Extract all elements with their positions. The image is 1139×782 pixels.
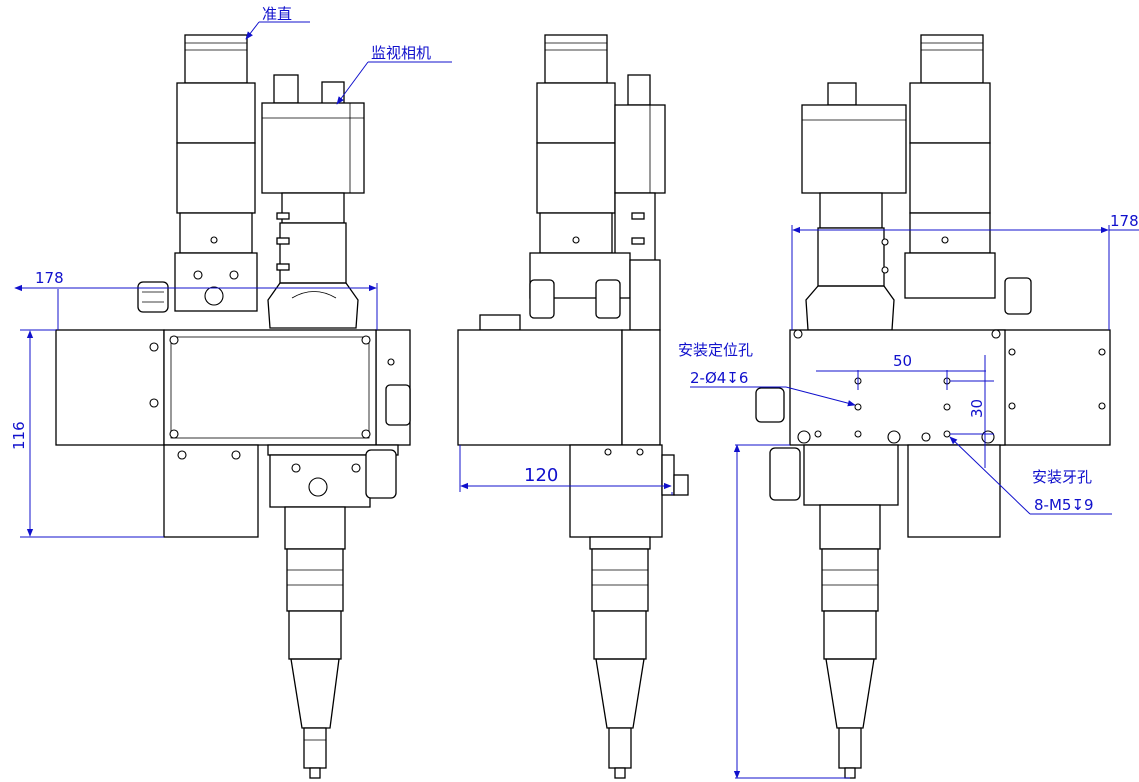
left-width-dimension: 178 (35, 269, 64, 287)
middle-dimensions: 120 (459, 445, 673, 495)
locating-hole-label: 安装定位孔 (678, 341, 753, 359)
middle-width-dimension: 120 (524, 465, 558, 486)
right-view (755, 34, 1111, 779)
left-dimensions: 178 116 (10, 269, 378, 538)
hole-spacing-x-dimension: 50 (893, 352, 912, 370)
right-dimensions: 178 50 30 安装定位孔 2-Ø4↧6 安装牙孔 8-M5↧9 (678, 212, 1139, 779)
monitor-camera-label: 监视相机 (371, 44, 431, 62)
left-height-dimension: 116 (10, 421, 28, 450)
hole-spacing-y-dimension: 30 (968, 399, 986, 418)
collimator-label: 准直 (262, 5, 292, 23)
thread-hole-label: 安装牙孔 (1032, 468, 1092, 486)
right-width-dimension: 178 (1110, 212, 1139, 230)
thread-hole-spec: 8-M5↧9 (1034, 496, 1094, 514)
middle-view (457, 34, 689, 779)
callouts: 准直 监视相机 (245, 5, 452, 105)
left-view (55, 34, 411, 779)
locating-hole-spec: 2-Ø4↧6 (690, 369, 748, 387)
